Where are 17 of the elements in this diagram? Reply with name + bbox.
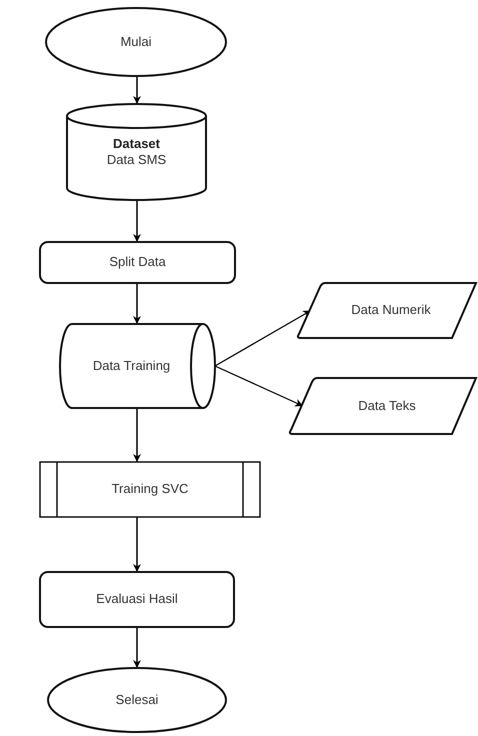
node-label: Split Data [109,254,166,271]
node-label: Training SVC [112,481,188,498]
arrow [133,200,141,242]
node-label: Dataset [113,136,160,152]
arrow [133,408,141,462]
arrow [133,76,141,104]
node-label: Selesai [116,692,158,708]
arrow [214,365,304,407]
node-label: Evaluasi Hasil [96,591,178,608]
arrow [133,517,141,572]
arrow [133,627,141,668]
node-label: Data SMS [106,152,166,168]
arrow [133,283,141,324]
node-label: Data Numerik [351,302,431,319]
node-label: Data Training [92,358,170,374]
node-label: Mulai [120,34,152,50]
node-label: Data Teks [358,398,416,414]
